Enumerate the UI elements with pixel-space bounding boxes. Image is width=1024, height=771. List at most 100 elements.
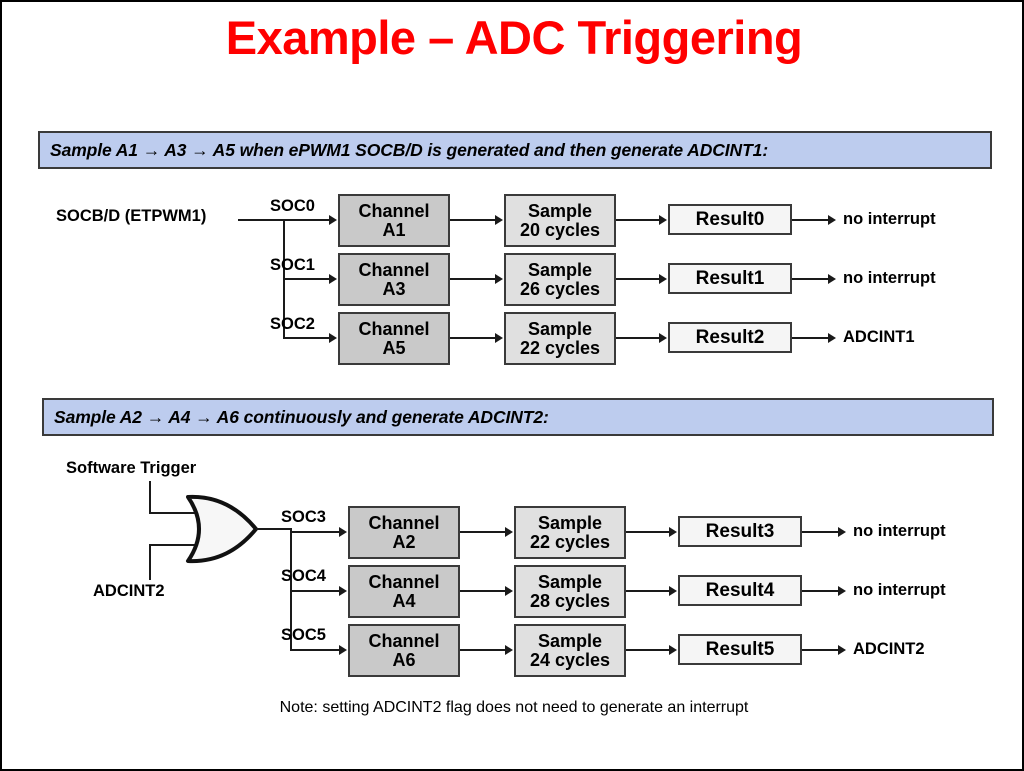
section1-sample-to-result-wire-1 (616, 278, 660, 280)
section2-ch-to-sample-wire-2 (460, 649, 506, 651)
section2-soc-wire-1 (290, 590, 340, 592)
section2-sample-box-1: Sample 28 cycles (514, 565, 626, 618)
section1-ch-to-sample-wire-2 (450, 337, 496, 339)
section1-channel-line2-2: A5 (382, 337, 406, 358)
section2-result-out-wire-0 (802, 531, 839, 533)
section2-sample-to-result-arrow-2 (669, 645, 677, 655)
section2-sample-line1-2: Sample (537, 631, 603, 652)
section1-soc-label-0: SOC0 (270, 197, 315, 215)
section1-result-label-2: Result2 (695, 326, 765, 348)
or-gate-output-wire (256, 528, 291, 530)
section1-sample-line1-2: Sample (527, 319, 593, 340)
section1-channel-line2-0: A1 (382, 219, 406, 240)
section1-sample-line2-1: 26 cycles (519, 278, 601, 299)
section2-result-box-2: Result5 (678, 634, 802, 665)
or-gate-bottom-input-wire (149, 544, 201, 546)
section2-result-label-1: Result4 (705, 579, 775, 601)
section2-channel-line2-1: A4 (392, 590, 416, 611)
section1-sample-box-0: Sample 20 cycles (504, 194, 616, 247)
section2-soc-label-2: SOC5 (281, 626, 326, 644)
section2-sample-line2-2: 24 cycles (529, 649, 611, 670)
section2-result-out-wire-2 (802, 649, 839, 651)
section1-channel-box-2: Channel A5 (338, 312, 450, 365)
section1-sample-box-2: Sample 22 cycles (504, 312, 616, 365)
section1-result-label-0: Result0 (695, 208, 765, 230)
section1-result-out-arrow-1 (828, 274, 836, 284)
section2-sample-to-result-wire-1 (626, 590, 670, 592)
section2-channel-line1-1: Channel (368, 572, 440, 593)
or-gate-icon (184, 494, 262, 564)
page-title: Example – ADC Triggering (225, 11, 803, 64)
section2-sample-box-0: Sample 22 cycles (514, 506, 626, 559)
section2-sample-line2-0: 22 cycles (529, 531, 611, 552)
section2-channel-line2-0: A2 (392, 531, 416, 552)
section1-result-out-wire-2 (792, 337, 829, 339)
section2-ch-to-sample-wire-0 (460, 531, 506, 533)
section1-channel-line1-1: Channel (358, 260, 430, 281)
section2-ch-to-sample-arrow-1 (505, 586, 513, 596)
section1-sample-to-result-arrow-2 (659, 333, 667, 343)
section1-result-label-1: Result1 (695, 267, 765, 289)
section2-ch-to-sample-arrow-0 (505, 527, 513, 537)
section1-result-box-2: Result2 (668, 322, 792, 353)
section2-sample-to-result-arrow-0 (669, 527, 677, 537)
section1-channel-line1-0: Channel (358, 201, 430, 222)
section2-soc-arrow-0 (339, 527, 347, 537)
section1-trigger-label: SOCB/D (ETPWM1) (56, 207, 207, 225)
section2-result-box-0: Result3 (678, 516, 802, 547)
section1-sample-line2-2: 22 cycles (519, 337, 601, 358)
section2-sample-line1-0: Sample (537, 513, 603, 534)
or-gate-top-input-drop (149, 481, 151, 513)
section2-channel-line1-2: Channel (368, 631, 440, 652)
section2-soc-arrow-2 (339, 645, 347, 655)
section2-result-label-2: Result5 (705, 638, 775, 660)
section2-soc-wire-0 (290, 531, 340, 533)
section2-sample-line1-1: Sample (537, 572, 603, 593)
section1-ch-to-sample-arrow-2 (495, 333, 503, 343)
section2-interrupt-label-1: no interrupt (853, 581, 946, 599)
or-gate-top-input-label: Software Trigger (66, 459, 197, 477)
section1-soc-label-2: SOC2 (270, 315, 315, 333)
section2-soc-wire-2 (290, 649, 340, 651)
section2-soc-bus (290, 528, 292, 649)
section2-soc-arrow-1 (339, 586, 347, 596)
section2-result-out-arrow-2 (838, 645, 846, 655)
section1-result-out-wire-0 (792, 219, 829, 221)
section2-sample-to-result-wire-0 (626, 531, 670, 533)
section1-ch-to-sample-arrow-1 (495, 274, 503, 284)
section2-banner: Sample A2 → A4 → A6 continuously and gen… (42, 398, 994, 436)
section1-channel-box-1: Channel A3 (338, 253, 450, 306)
section1-channel-line1-2: Channel (358, 319, 430, 340)
or-gate-bottom-input-rise (149, 544, 151, 580)
section1-result-out-wire-1 (792, 278, 829, 280)
section1-banner-text: Sample A1 → A3 → A5 when ePWM1 SOCB/D is… (50, 139, 769, 160)
section1-ch-to-sample-wire-0 (450, 219, 496, 221)
section2-soc-label-0: SOC3 (281, 508, 326, 526)
section1-banner: Sample A1 → A3 → A5 when ePWM1 SOCB/D is… (38, 131, 992, 169)
section2-result-out-wire-1 (802, 590, 839, 592)
section2-channel-box-0: Channel A2 (348, 506, 460, 559)
section1-interrupt-label-0: no interrupt (843, 210, 936, 228)
section1-sample-to-result-arrow-1 (659, 274, 667, 284)
section2-channel-box-2: Channel A6 (348, 624, 460, 677)
section1-sample-to-result-wire-0 (616, 219, 660, 221)
section2-channel-box-1: Channel A4 (348, 565, 460, 618)
section2-result-out-arrow-1 (838, 586, 846, 596)
section1-result-out-arrow-0 (828, 215, 836, 225)
section1-sample-line1-1: Sample (527, 260, 593, 281)
section2-banner-text: Sample A2 → A4 → A6 continuously and gen… (54, 406, 549, 427)
section1-ch-to-sample-arrow-0 (495, 215, 503, 225)
section1-trigger-wire (238, 219, 284, 221)
section1-interrupt-label-2: ADCINT1 (843, 328, 915, 346)
section2-interrupt-label-0: no interrupt (853, 522, 946, 540)
section2-result-label-0: Result3 (705, 520, 775, 542)
section2-interrupt-label-2: ADCINT2 (853, 640, 925, 658)
or-gate-top-input-wire (149, 512, 201, 514)
section2-sample-to-result-wire-2 (626, 649, 670, 651)
section2-channel-line1-0: Channel (368, 513, 440, 534)
section1-soc-wire-0 (283, 219, 330, 221)
section1-soc-wire-1 (283, 278, 330, 280)
section1-sample-line2-0: 20 cycles (519, 219, 601, 240)
section1-interrupt-label-1: no interrupt (843, 269, 936, 287)
